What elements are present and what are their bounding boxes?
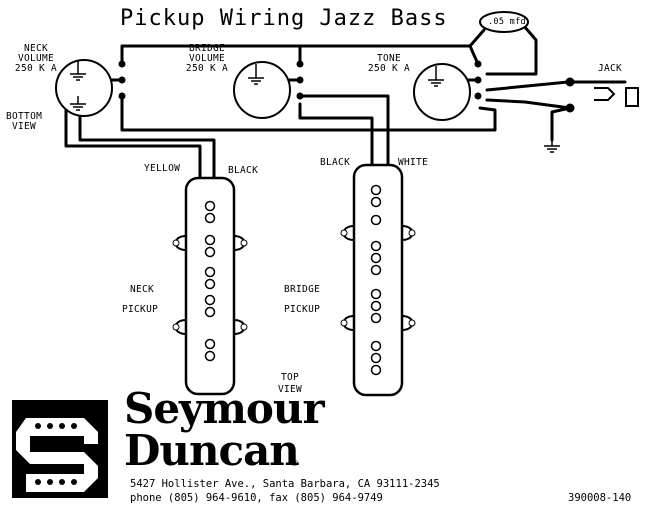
- capacitor-icon: [479, 11, 529, 33]
- tone-pot: [413, 63, 471, 121]
- jack-icon: [594, 87, 639, 107]
- jack-label: JACK: [598, 63, 623, 74]
- wire-cap-left: [468, 28, 486, 48]
- part-number: 390008-140: [568, 492, 632, 504]
- wire-label-yellow: YELLOW: [144, 163, 181, 174]
- wire-neck-to-pickup-black: [78, 114, 216, 180]
- registered-mark: ®: [290, 459, 299, 469]
- phone-fax-line: phone (805) 964-9610, fax (805) 964-9749: [130, 492, 383, 504]
- wire-label-black-neck: BLACK: [228, 165, 259, 176]
- wire-cap-right: [485, 24, 538, 76]
- wire-bridge-output: [298, 94, 390, 167]
- bridge-volume-pot: [233, 61, 291, 119]
- wire-jack-ground: [485, 98, 572, 142]
- wire-neck-output: [120, 94, 497, 132]
- neck-pickup-shape: [172, 176, 248, 396]
- wire-bridge-black: [298, 102, 374, 167]
- diagram-title: Pickup Wiring Jazz Bass: [120, 6, 448, 31]
- wire-neck-to-pickup-yellow: [64, 108, 202, 180]
- brand-name-line1: Seymour: [124, 384, 325, 433]
- wire-volume-link: [120, 44, 302, 66]
- wire-label-black-bridge: BLACK: [320, 157, 351, 168]
- capacitor-label: .05 mfd: [488, 17, 526, 27]
- address-line: 5427 Hollister Ave., Santa Barbara, CA 9…: [130, 478, 440, 490]
- wire-label-white: WHITE: [398, 157, 429, 168]
- wire-bridge-to-tone: [298, 44, 480, 66]
- ground-icon: [70, 60, 560, 153]
- logo-pickup-icon: [12, 400, 108, 498]
- bridge-pickup-shape: [340, 163, 416, 397]
- brand-name-line2: Duncan: [124, 426, 300, 475]
